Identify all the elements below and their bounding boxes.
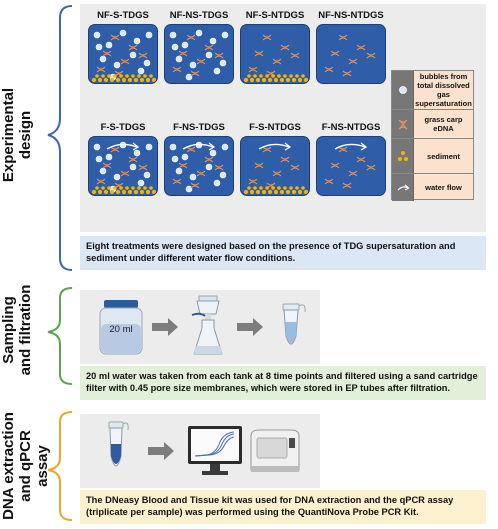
extraction-tube-icon <box>108 421 129 467</box>
ep-tube-icon <box>282 303 306 345</box>
tank <box>88 136 158 196</box>
stage-label-text: Sampling and filtration <box>0 284 34 376</box>
legend-label: sediment <box>427 151 460 161</box>
stage-label-dna-extraction: DNA extraction and qPCR assay <box>0 408 51 524</box>
tank-label: NF-NS-TDGS <box>169 10 229 21</box>
qpcr-monitor-icon <box>188 426 242 475</box>
flow-arrow-icon <box>397 184 410 191</box>
brace-sampling <box>47 287 73 385</box>
tank <box>240 136 310 196</box>
tank-label: F-NS-NTDGS <box>321 122 381 133</box>
legend-label: bubbles from total dissolved gas supersa… <box>415 72 472 108</box>
tank-label: NF-S-TDGS <box>97 10 149 21</box>
arrow-filter-to-tube <box>237 318 263 336</box>
arrow-tube-to-qpcr <box>148 442 174 460</box>
thermocycler-icon <box>250 429 300 472</box>
tank <box>240 24 310 84</box>
tank-label: F-S-NTDGS <box>249 122 301 133</box>
tank <box>164 24 234 84</box>
bubble-icon <box>399 86 407 94</box>
tank-label: F-NS-TDGS <box>173 122 225 133</box>
filter-apparatus-icon <box>191 295 223 355</box>
jar-icon <box>99 300 143 355</box>
legend-label: grass carp eDNA <box>424 115 463 133</box>
legend-row-flow: water flow <box>392 173 473 201</box>
stage-braces <box>47 5 73 521</box>
tank <box>88 24 158 84</box>
stage-label-sampling: Sampling and filtration <box>0 284 36 376</box>
jar-volume-label: 20 ml <box>109 324 133 335</box>
tank-label: F-S-TDGS <box>100 122 146 133</box>
legend: bubbles from total dissolved gas supersa… <box>391 70 474 201</box>
sediment-icon <box>398 151 408 161</box>
stage-label-text: Experimental design <box>0 87 34 183</box>
dna-caption: The DNeasy Blood and Tissue kit was used… <box>80 490 486 524</box>
legend-label: water flow <box>425 183 462 192</box>
tank <box>316 24 386 84</box>
design-caption: Eight treatments were designed based on … <box>80 236 486 270</box>
legend-row-bubbles: bubbles from total dissolved gas supersa… <box>392 71 473 109</box>
dna-icon <box>398 119 408 130</box>
brace-dna <box>47 411 73 521</box>
legend-row-sediment: sediment <box>392 138 473 173</box>
stage-label-experimental-design: Experimental design <box>0 85 36 185</box>
tank-label: NF-S-NTDGS <box>245 10 305 21</box>
legend-row-dna: grass carp eDNA <box>392 109 473 138</box>
tank-label: NF-NS-NTDGS <box>318 10 384 21</box>
tank <box>316 136 386 196</box>
sampling-caption: 20 ml water was taken from each tank at … <box>80 366 486 400</box>
arrow-jar-to-filter <box>152 318 178 336</box>
tank <box>164 136 234 196</box>
sample-jar: 20 ml <box>96 298 146 358</box>
brace-experimental <box>47 5 73 271</box>
